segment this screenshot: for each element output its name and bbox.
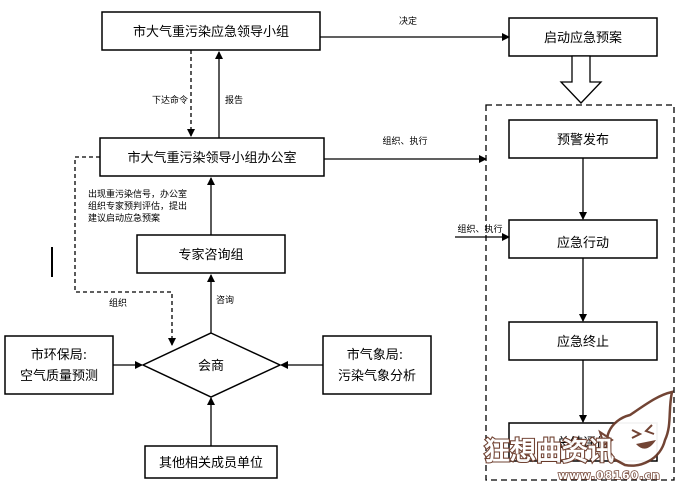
node-start-plan-label: 启动应急预案 [544, 30, 622, 46]
hollow-down-arrow-icon [559, 55, 603, 104]
node-weather-bureau-line2: 污染气象分析 [338, 368, 416, 384]
node-leading-group[interactable]: 市大气重污染应急领导小组 [101, 11, 321, 51]
node-warning-label: 预警发布 [557, 132, 609, 148]
node-env-bureau-line1: 市环保局: [31, 347, 87, 363]
node-termination[interactable]: 应急终止 [508, 321, 658, 361]
emergency-process-container [485, 104, 675, 481]
watermark-url: www.08160.cn [558, 469, 661, 482]
label-report: 报告 [225, 94, 243, 106]
mascot-icon [598, 390, 674, 467]
label-issue-order: 下达命令 [152, 94, 188, 106]
note-line-2: 组织专家预判评估，提出 [88, 200, 187, 212]
note-line-3: 建议启动应急预案 [88, 212, 160, 224]
node-start-plan[interactable]: 启动应急预案 [508, 17, 658, 57]
label-organize-execute-2: 组织、执行 [457, 223, 502, 235]
node-action[interactable]: 应急行动 [508, 219, 658, 259]
label-decide: 决定 [399, 15, 417, 27]
node-weather-bureau-line1: 市气象局: [347, 347, 403, 363]
node-weather-bureau[interactable]: 市气象局: 污染气象分析 [322, 335, 432, 395]
node-expert-group-label: 专家咨询组 [178, 247, 243, 263]
node-other-units[interactable]: 其他相关成员单位 [144, 445, 278, 479]
note-line-1: 出现重污染信号，办公室 [88, 188, 187, 200]
watermark: 狂想曲资讯 www.08160.cn [483, 390, 674, 483]
label-consult-arrow: 咨询 [216, 294, 234, 306]
edge-organize [74, 156, 176, 346]
node-other-units-label: 其他相关成员单位 [159, 456, 263, 471]
node-expert-group[interactable]: 专家咨询组 [136, 234, 286, 274]
node-warning[interactable]: 预警发布 [508, 119, 658, 159]
node-summary-label: 总结评估 [557, 436, 609, 451]
node-termination-label: 应急终止 [557, 334, 609, 350]
node-consult-label: 会商 [198, 359, 224, 374]
node-env-bureau[interactable]: 市环保局: 空气质量预测 [4, 335, 114, 395]
label-organize-execute-1: 组织、执行 [382, 135, 427, 147]
node-office-label: 市大气重污染领导小组办公室 [127, 150, 296, 166]
node-env-bureau-line2: 空气质量预测 [20, 368, 98, 384]
node-action-label: 应急行动 [557, 235, 609, 251]
watermark-text: 狂想曲资讯 [484, 437, 614, 467]
node-office[interactable]: 市大气重污染领导小组办公室 [99, 137, 325, 177]
node-consult[interactable]: 会商 [141, 332, 282, 398]
label-organize: 组织 [109, 297, 127, 309]
node-leading-group-label: 市大气重污染应急领导小组 [133, 24, 289, 40]
